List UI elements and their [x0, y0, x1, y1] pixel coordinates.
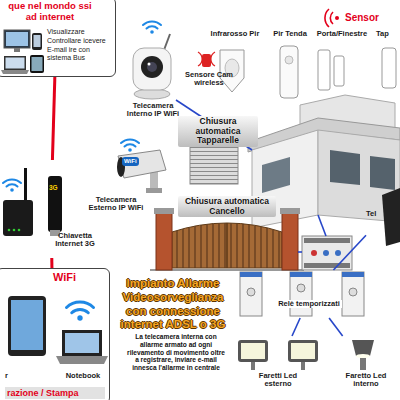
led-lights: [238, 340, 374, 370]
shutter-motor: Chiusura automatica Tapparelle: [178, 116, 258, 190]
shutter-sensor: Tap: [376, 30, 400, 98]
pir-sensor: Infrarosso Pir: [204, 30, 266, 98]
internet-access-box: que nel mondo ssi ad internetVisualizzar…: [0, 0, 116, 77]
wifi-badge: WiFi: [122, 157, 139, 166]
door-sensor: Porta/Finestre: [312, 30, 372, 98]
connector-wire: [292, 318, 300, 336]
wireless-sensor-icon: [198, 52, 215, 67]
device-label: Pir Tenda: [268, 30, 312, 38]
gate-motor: Chiusura automatica Cancello: [156, 196, 298, 272]
sensor-heading: Sensor: [345, 12, 379, 23]
sensor-waves: [325, 9, 339, 27]
box-heading: WiFi: [53, 271, 76, 283]
note-text: La telecamera interna con allarme armato…: [126, 333, 226, 372]
wireless-cam-sensor: Sensore Cam wireless: [183, 50, 235, 100]
telephone-dialer: Tel: [366, 188, 400, 244]
sensors: [220, 46, 396, 98]
indoor-spotlight: Faretto Led interno: [334, 336, 398, 398]
curtain-sensor: Pir Tenda: [268, 30, 312, 102]
device-label: Telecamera Interno IP WiFi: [124, 102, 182, 119]
local-devices-box: WiFi r Notebook razione / Stampa: [0, 268, 110, 400]
box-heading: que nel mondo ssi ad internet: [5, 1, 95, 23]
device-label: Relè temporizzati: [276, 300, 342, 308]
outdoor-camera-icon: [117, 139, 166, 193]
router: [3, 168, 62, 236]
device-label: Telecamera Esterno IP WiFi: [88, 196, 144, 213]
device-label: Faretti Led esterno: [246, 372, 310, 389]
device-label: Chiusura automatica Cancello: [178, 196, 276, 217]
device-label: Faretto Led interno: [334, 372, 398, 389]
internet-devices: [1, 30, 44, 74]
device-label: Sensore Cam wireless: [183, 71, 235, 88]
diagram-title: Impianto Allarme Videosorveglianza con c…: [113, 277, 233, 332]
device-label: Tel: [366, 210, 376, 218]
outdoor-floodlights: Faretti Led esterno: [228, 336, 328, 398]
relays: [240, 272, 364, 316]
indoor-camera: Telecamera Interno IP WiFi: [118, 28, 184, 132]
device-label: Porta/Finestre: [312, 30, 372, 38]
device-label: Infrarosso Pir: [204, 30, 266, 38]
dongle-text: 3G: [49, 184, 58, 191]
connector-wire: [333, 235, 366, 270]
local-devices: [8, 296, 108, 364]
connector-wire: [50, 258, 53, 268]
router-3g: 3G Chiavetta Internet 3G: [0, 160, 102, 258]
control-unit: [302, 236, 352, 270]
gate: [150, 208, 304, 270]
bus-wires: [176, 100, 326, 252]
device-label: Chiavetta Internet 3G: [48, 232, 102, 249]
box-footer: razione / Stampa: [5, 387, 105, 399]
connector-wire: [52, 77, 54, 160]
telephone-device: [382, 188, 400, 246]
connector-wire: [329, 318, 343, 336]
feature-list: Visualizzare Controllare icevere E-mail …: [47, 28, 113, 63]
device-label: Notebook: [59, 372, 107, 380]
outdoor-camera: Telecamera Esterno IP WiFi: [86, 138, 170, 230]
device-label: Tap: [376, 30, 400, 38]
device-label: Chiusura automatica Tapparelle: [178, 116, 258, 147]
timed-relays: Relè temporizzati: [236, 270, 386, 318]
indoor-camera-icon: [133, 21, 171, 99]
device-label: r: [5, 372, 8, 380]
